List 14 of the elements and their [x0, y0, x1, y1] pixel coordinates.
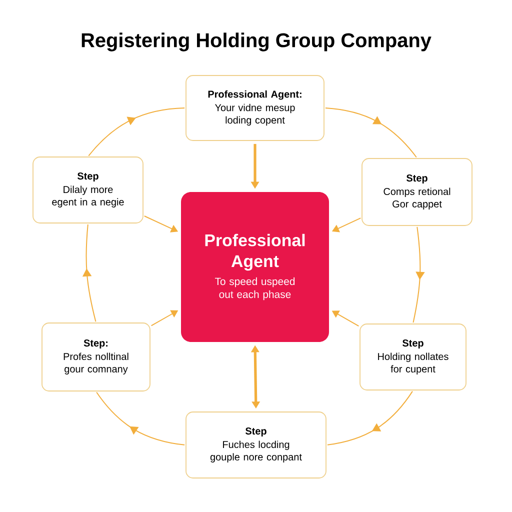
step-box: Step Dilaly more egent in a negie	[32, 156, 144, 224]
arrow	[88, 108, 186, 156]
step-box: Professional Agent: Your vidne mesup loding copent	[186, 75, 324, 141]
arrow	[324, 108, 417, 158]
title: Registering Holding Group Company	[82, 32, 432, 52]
arrow	[326, 390, 413, 446]
step-box: Step: Profes nolltinal gour comnany	[42, 322, 150, 392]
step-box: Step Fuches locding gouple nore conpant	[186, 412, 326, 478]
step-box: Step Comps retional Gor cappet	[362, 158, 472, 226]
step-box: Step Holding nollates for cupent	[360, 324, 466, 390]
arrow	[82, 224, 96, 322]
arrow	[412, 226, 425, 324]
arrow	[96, 392, 186, 446]
agent-box: Professional Agent To speed uspeed out each phase	[181, 192, 329, 342]
